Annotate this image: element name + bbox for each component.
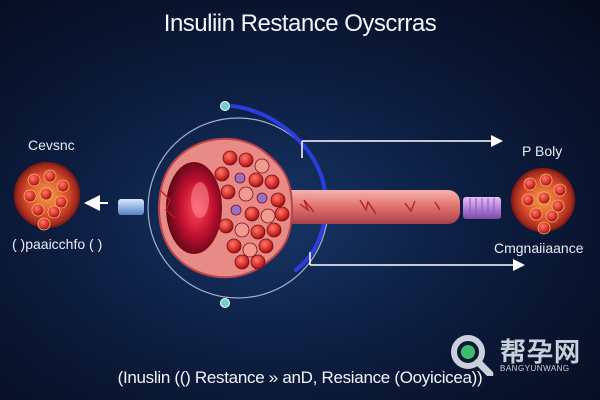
red-blood-cell: [270, 192, 286, 208]
cell-nucleus: [521, 193, 535, 207]
red-blood-cell: [244, 206, 260, 222]
red-blood-cells-group: [214, 150, 290, 270]
cell-nucleus: [54, 195, 68, 209]
red-blood-cell: [266, 222, 282, 238]
red-blood-cell: [234, 222, 250, 238]
red-blood-cell: [214, 166, 230, 182]
right-cell-nuclei: [521, 173, 567, 235]
red-blood-cell: [256, 192, 268, 204]
right-bottom-label: Cmgnaiiaance: [494, 240, 584, 256]
red-blood-cell: [250, 254, 266, 270]
red-blood-cell: [238, 152, 254, 168]
cell-nucleus: [37, 217, 51, 231]
left-cell-nuclei: [23, 169, 70, 231]
cell-nucleus: [47, 205, 61, 219]
cell-nucleus: [551, 199, 565, 213]
cell-nucleus: [539, 173, 553, 187]
red-blood-cell: [220, 184, 236, 200]
cell-nucleus: [537, 221, 551, 235]
watermark: 帮孕网 BANGYUNWANG: [448, 332, 588, 378]
red-blood-cell: [222, 150, 238, 166]
red-blood-cell: [234, 254, 250, 270]
blue-glucose-cylinder: [118, 199, 144, 215]
cell-nucleus: [553, 183, 567, 197]
right-top-label: P Boly: [522, 143, 563, 159]
left-bottom-label: ( )paaicchfo ( ): [12, 236, 103, 252]
cell-nucleus: [545, 209, 559, 223]
watermark-en: BANGYUNWANG: [500, 364, 570, 373]
red-blood-cell: [238, 186, 254, 202]
left-top-label: Cevsnc: [28, 137, 75, 153]
magnifier-watermark-icon: [451, 335, 494, 378]
red-blood-cell: [242, 242, 258, 258]
red-blood-cell: [260, 208, 276, 224]
red-blood-cell: [226, 238, 242, 254]
cell-nucleus: [537, 191, 551, 205]
red-blood-cell: [230, 204, 242, 216]
cell-nucleus: [31, 203, 45, 217]
cell-nucleus: [523, 177, 537, 191]
red-blood-cell: [248, 172, 264, 188]
cell-nucleus: [23, 189, 37, 203]
red-blood-cell: [250, 224, 266, 240]
purple-cylinder-ribs: [469, 198, 495, 218]
lumen-highlight: [191, 182, 209, 218]
red-blood-cell: [264, 174, 280, 190]
diagram-title: Insuliin Restance Oyscrras: [163, 10, 437, 37]
red-blood-cell: [258, 238, 274, 254]
red-blood-cell: [254, 158, 270, 174]
red-blood-cell: [274, 206, 290, 222]
cell-nucleus: [529, 207, 543, 221]
cell-nucleus: [39, 187, 53, 201]
blue-flow-arc: [230, 104, 328, 272]
top-receptor-node: [220, 101, 230, 111]
red-blood-cell: [234, 172, 246, 184]
vessel-wall-streaks: [299, 199, 441, 215]
red-blood-cell: [218, 218, 234, 234]
cell-nucleus: [43, 169, 57, 183]
footer-caption: (Inuslin (() Restance » anD, Resiance (O…: [117, 368, 483, 387]
bulb-wall-streak: [159, 189, 176, 219]
watermark-cn: 帮孕网: [500, 337, 582, 367]
cell-nucleus: [56, 179, 70, 193]
bottom-receptor-node: [220, 298, 230, 308]
cell-nucleus: [27, 173, 41, 187]
